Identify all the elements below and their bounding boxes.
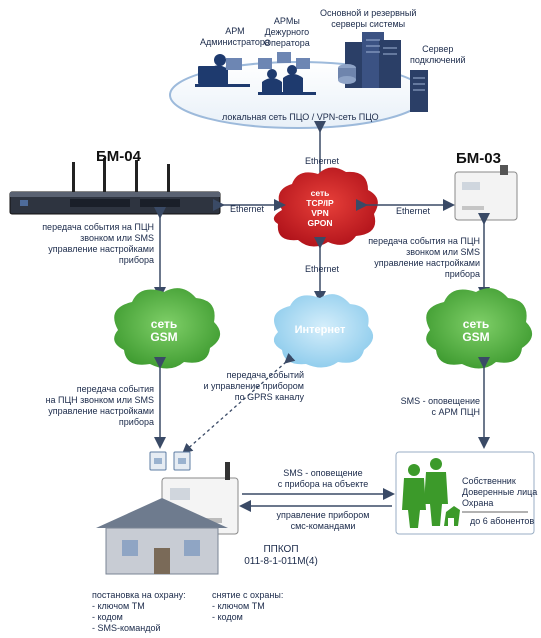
bm03-title: БМ-03 [456,150,501,167]
gsm-left-line: GSM [150,330,178,344]
owners-label: Собственник Доверенные лица Охрана [462,476,537,509]
bm04-desc: передача события на ПЦН звонком или SMS … [14,222,154,266]
ethernet-bottom-label: Ethernet [305,264,340,274]
gsm-left-desc-line: передача события [76,384,154,394]
bm04-desc-line: прибора [118,255,154,265]
device-model-line: 011-8-1-011М(4) [244,556,318,567]
disarm-list: снятие с охраны: - ключом ТМ - кодом [212,590,283,623]
bm04-desc-line: передача события на ПЦН [42,222,154,232]
arm-list-item: - кодом [92,612,123,622]
center-cloud-line: VPN [311,208,329,218]
disarm-list-title: снятие с охраны: [212,590,284,600]
bm03-desc-line: передача события на ПЦН [368,236,480,246]
bm03-desc-line: управление настройками [374,258,480,268]
sms-alert-right-line: SMS - оповещение [400,396,480,406]
arm-list: постановка на охрану: - ключом ТМ - кодо… [92,590,186,634]
gprs-desc-line: по GPRS каналу [234,392,304,402]
bm03-desc-line: звонком или SMS [406,247,480,257]
sms-alert-object-line: с прибора на объекте [277,479,369,489]
conn-server-line: Сервер [422,44,454,54]
owners-count: до 6 абонентов [470,516,535,526]
operators-icon [258,52,316,95]
center-cloud-text: сеть TCP/IP VPN GPON [305,188,335,228]
house-graphic [96,498,228,575]
arm-duty-line: Оператора [264,38,310,48]
gsm-left-desc: передача события на ПЦН звонком или SMS … [16,384,154,428]
gsm-left-desc-line: прибора [118,417,154,427]
gsm-left-cloud [114,288,221,369]
bm04-desc-line: управление настройками [48,244,154,254]
ethernet-right-label: Ethernet [396,206,431,216]
gsm-right-label: сеть GSM [456,318,496,344]
gprs-desc-line: и управление прибором [203,381,304,391]
conn-server-label: Сервер подключений [410,44,466,66]
sms-control-label: управление прибором смс-командами [264,510,382,532]
gsm-right-line: GSM [462,330,490,344]
disarm-list-item: - кодом [212,612,243,622]
lan-label: локальная сеть ПЦО / VPN-сеть ПЦО [222,112,379,122]
bm03-device-graphic [454,165,518,221]
ethernet-left-label: Ethernet [230,204,265,214]
device-name: ППКОП 011-8-1-011М(4) [226,544,336,568]
servers-icon [338,32,401,88]
sim-cards-icon [149,451,191,471]
sms-alert-right-line: с АРМ ПЦН [431,407,480,417]
bm04-device-graphic [9,158,221,215]
gsm-right-cloud [426,288,533,369]
center-cloud-line: TCP/IP [306,198,334,208]
servers-line: серверы системы [331,19,406,29]
owners-line: Доверенные лица [462,487,538,497]
internet-cloud [273,294,374,368]
ethernet-top-label: Ethernet [305,156,340,166]
arm-list-item: - ключом ТМ [92,601,145,611]
sms-alert-object: SMS - оповещение с прибора на объекте [264,468,382,490]
center-cloud-line: сеть [310,188,330,198]
arm-list-item: - SMS-командой [92,623,161,633]
arm-duty-line: АРМы [273,16,300,26]
admin-workstation-icon [195,54,250,87]
gprs-desc-line: передача событий [226,370,304,380]
gsm-left-desc-line: управление настройками [48,406,154,416]
arm-admin-line: АРМ [225,26,245,36]
center-cloud-line: GPON [307,218,333,228]
sms-alert-object-line: SMS - оповещение [283,468,363,478]
gsm-left-label: сеть GSM [144,318,184,344]
owners-line: Охрана [462,498,494,508]
center-network-cloud [273,167,378,247]
owners-line: Собственник [462,476,516,486]
servers-label: Основной и резервный серверы системы [320,8,416,30]
bm03-desc-line: прибора [444,269,480,279]
arm-list-title: постановка на охрану: [92,590,186,600]
connection-server-icon [410,70,428,112]
disarm-list-item: - ключом ТМ [212,601,265,611]
arm-admin-line: Администратора [200,37,270,47]
gprs-desc: передача событий и управление прибором п… [200,370,304,403]
gsm-left-desc-line: на ПЦН звонком или SMS [45,395,154,405]
arm-duty-line: Дежурного [264,27,310,37]
servers-line: Основной и резервный [320,8,417,18]
sms-control-line: управление прибором [276,510,370,520]
owners-box [395,451,535,535]
bm04-title: БМ-04 [96,148,141,165]
gsm-right-line: сеть [462,317,490,331]
device-name-line: ППКОП [263,544,299,555]
sms-alert-right: SMS - оповещение с АРМ ПЦН [400,396,480,418]
gsm-left-line: сеть [150,317,178,331]
internet-label: Интернет [294,324,346,336]
conn-server-line: подключений [410,55,466,65]
arm-admin-label: АРМ Администратора [200,26,270,48]
arm-duty-label: АРМы Дежурного Оператора [264,16,310,49]
bm04-desc-line: звонком или SMS [80,233,154,243]
sms-control-line: смс-командами [290,521,356,531]
bm03-desc: передача события на ПЦН звонком или SMS … [340,236,480,280]
